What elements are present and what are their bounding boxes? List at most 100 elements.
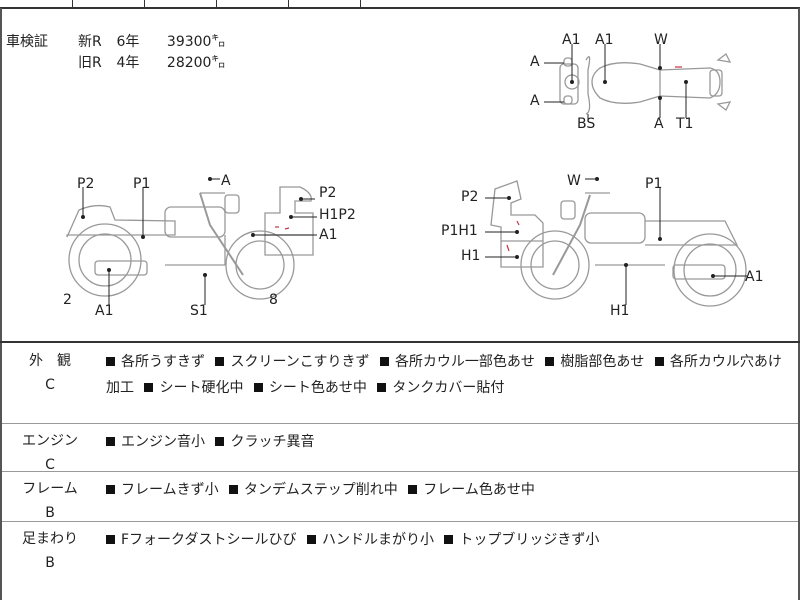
bullet-icon (229, 485, 239, 494)
divider (2, 423, 798, 424)
bullet-icon (377, 383, 387, 392)
damage-label: A (654, 116, 664, 132)
grade: B (45, 505, 55, 521)
bullet-icon (215, 437, 225, 446)
border-left (0, 8, 2, 600)
condition-item: Fフォークダストシールひび (106, 532, 297, 548)
table-cell (145, 0, 217, 7)
condition-item: 樹脂部色あせ (545, 354, 644, 370)
damage-label: W (654, 32, 668, 48)
condition-item: フレーム色あせ中 (408, 482, 535, 498)
motorcycle-top-view (544, 44, 732, 120)
damage-label: A1 (319, 227, 338, 243)
grade: C (45, 377, 55, 393)
damage-label: H1 (461, 248, 481, 264)
condition-item: エンジン音小 (106, 434, 205, 450)
table-cell (73, 0, 145, 7)
bullet-icon (545, 357, 555, 366)
damage-label: H1 (610, 303, 630, 319)
motorcycle-right-view (485, 177, 747, 307)
motorcycle-left-view (66, 177, 317, 305)
grade: C (45, 457, 55, 473)
condition-items: 各所うすきず スクリーンこすりきず 各所カウル一部色あせ 樹脂部色あせ 各所カウ… (106, 349, 786, 401)
condition-item: タンクカバー貼付 (377, 380, 504, 396)
bullet-icon (215, 357, 225, 366)
condition-section-engine: エンジン C エンジン音小 クラッチ異音 (2, 423, 798, 473)
years: 6年 (116, 34, 140, 50)
damage-label: 2 (63, 292, 72, 308)
condition-item: 各所うすきず (106, 354, 205, 370)
damage-label: S1 (190, 303, 208, 319)
condition-items: Fフォークダストシールひび ハンドルまがり小 トップブリッジきず小 (106, 527, 786, 553)
odometer-type: 新R (78, 34, 102, 50)
bullet-icon (306, 535, 316, 544)
damage-label: T1 (676, 116, 694, 132)
bullet-icon (379, 357, 389, 366)
category-name: フレーム (22, 481, 78, 497)
bullet-icon (106, 535, 115, 544)
condition-items: エンジン音小 クラッチ異音 (106, 429, 786, 455)
odometer-type: 旧R (78, 55, 102, 71)
damage-label: A1 (595, 32, 614, 48)
damage-label: P1H1 (441, 223, 478, 239)
damage-label: P2 (461, 189, 479, 205)
damage-label: A1 (745, 269, 764, 285)
damage-label: 8 (269, 292, 278, 308)
condition-section-suspension: 足まわり B Fフォークダストシールひび ハンドルまがり小 トップブリッジきず小 (2, 521, 798, 600)
category-label: 外 観 C (20, 349, 80, 397)
top-view-diagram: A1 A1 W A A BS A T1 (520, 30, 760, 140)
condition-item: クラッチ異音 (215, 434, 314, 450)
damage-label: P1 (133, 176, 151, 192)
bullet-icon (106, 485, 115, 494)
table-cell (217, 0, 289, 7)
condition-item: シート硬化中 (144, 380, 243, 396)
divider (0, 7, 800, 9)
border-right (798, 8, 800, 600)
damage-label: P2 (77, 176, 95, 192)
category-label: 足まわり B (20, 527, 80, 575)
damage-label: A1 (95, 303, 114, 319)
divider (2, 471, 798, 472)
condition-item: シート色あせ中 (253, 380, 367, 396)
condition-item: ハンドルまがり小 (306, 532, 434, 548)
condition-item: スクリーンこすりきず (215, 354, 369, 370)
bullet-icon (106, 357, 115, 366)
table-cell (0, 0, 73, 7)
condition-section-frame: フレーム B フレームきず小 タンデムステップ削れ中 フレーム色あせ中 (2, 471, 798, 521)
bullet-icon (654, 357, 664, 366)
condition-item: トップブリッジきず小 (444, 532, 599, 548)
category-name: エンジン (22, 433, 78, 449)
years: 4年 (116, 55, 140, 71)
damage-label: A1 (562, 32, 581, 48)
inspection-row: 新R 6年 39300㌔ (78, 32, 225, 53)
category-name: 外 観 (29, 353, 71, 369)
bullet-icon (144, 383, 154, 392)
bullet-icon (408, 485, 418, 494)
damage-label: A (221, 173, 231, 189)
bullet-icon (106, 437, 115, 446)
condition-item: タンデムステップ削れ中 (229, 482, 398, 498)
category-name: 足まわり (22, 531, 78, 547)
condition-item: フレームきず小 (106, 482, 219, 498)
damage-label: H1P2 (319, 207, 356, 223)
damage-label: BS (577, 116, 596, 132)
mileage: 39300㌔ (166, 34, 226, 50)
inspection-row: 旧R 4年 28200㌔ (78, 53, 225, 74)
previous-table-row (0, 0, 800, 8)
grade: B (45, 555, 55, 571)
bullet-icon (444, 535, 454, 544)
damage-label: P2 (319, 185, 337, 201)
damage-label: A (530, 54, 540, 70)
inspection-label: 車検証 (6, 34, 48, 50)
damage-label: A (530, 93, 540, 109)
mileage: 28200㌔ (166, 55, 226, 71)
table-cell (289, 0, 361, 7)
right-side-diagram: W P1 P2 P1H1 H1 A1 H1 (435, 165, 775, 325)
condition-section-exterior: 外 観 C 各所うすきず スクリーンこすりきず 各所カウル一部色あせ 樹脂部色あ… (2, 343, 798, 423)
damage-label: P1 (645, 176, 663, 192)
divider (2, 521, 798, 522)
divider (0, 341, 800, 343)
condition-items: フレームきず小 タンデムステップ削れ中 フレーム色あせ中 (106, 477, 786, 503)
condition-item: 各所カウル穴あけ加工 (106, 354, 782, 396)
damage-label: W (567, 173, 581, 189)
